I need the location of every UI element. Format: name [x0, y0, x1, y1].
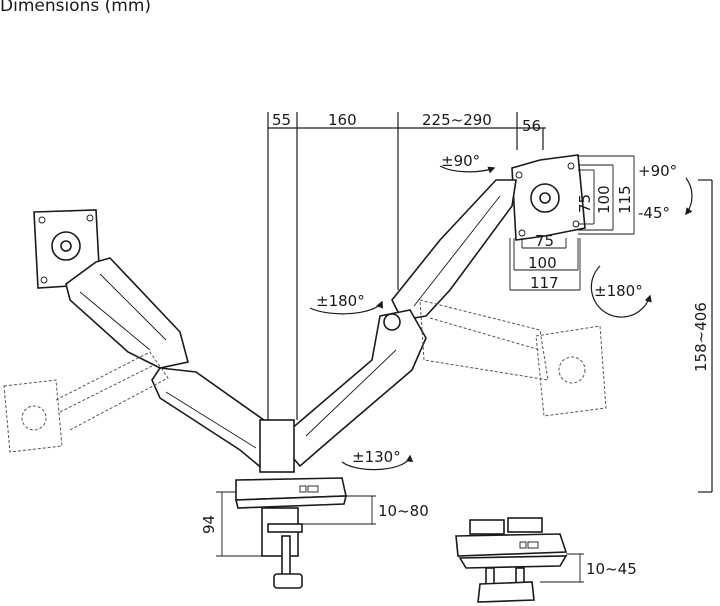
dim-vesa-h-115: 115 — [616, 185, 634, 214]
swivel-arm-arrow-icon — [309, 300, 383, 315]
vesa-dimension-lines — [509, 155, 635, 291]
rotate-head-arrow-icon — [439, 165, 496, 174]
base-dimension-lines — [216, 491, 376, 557]
dim-vesa-w-75: 75 — [535, 232, 554, 250]
rot-tilt-up: +90° — [638, 162, 677, 180]
center-column — [234, 419, 348, 589]
rot-tilt-down: -45° — [638, 204, 670, 222]
left-arm-ghost — [3, 351, 169, 453]
right-arm — [287, 179, 517, 468]
rot-swivel-base: ±130° — [352, 448, 401, 466]
dim-vesa-h-75: 75 — [576, 194, 594, 213]
dim-vesa-h-100: 100 — [595, 185, 613, 214]
swivel-base-arrow-icon — [341, 454, 414, 471]
rot-swivel-head: ±180° — [594, 282, 643, 300]
dim-arm-length-1: 160 — [328, 111, 357, 129]
dim-grommet-range: 10~45 — [586, 560, 637, 578]
grommet-dimension-lines — [540, 553, 584, 583]
dim-arm-length-2: 225~290 — [422, 111, 492, 129]
right-arm-ghost — [419, 299, 607, 417]
dim-vesa-w-100: 100 — [528, 254, 557, 272]
rot-head: ±90° — [441, 152, 480, 170]
left-arm — [33, 209, 287, 471]
dim-arm-offset: 55 — [272, 111, 291, 129]
height-dimension — [698, 179, 713, 493]
dim-vesa-depth: 56 — [522, 117, 541, 135]
top-dimension-lines — [267, 112, 546, 420]
page-title: Dimensions (mm) — [0, 0, 152, 16]
vesa-plate-right — [511, 154, 586, 241]
dim-vesa-w-117: 117 — [530, 274, 559, 292]
dim-base-height: 94 — [200, 515, 218, 534]
grommet-mount — [455, 517, 568, 603]
dim-height-range: 158~406 — [692, 302, 710, 372]
rot-swivel-arm: ±180° — [316, 292, 365, 310]
dim-clamp-range: 10~80 — [378, 502, 429, 520]
tilt-arrow-icon — [685, 177, 693, 216]
swivel-head-arrow-icon — [590, 265, 652, 318]
